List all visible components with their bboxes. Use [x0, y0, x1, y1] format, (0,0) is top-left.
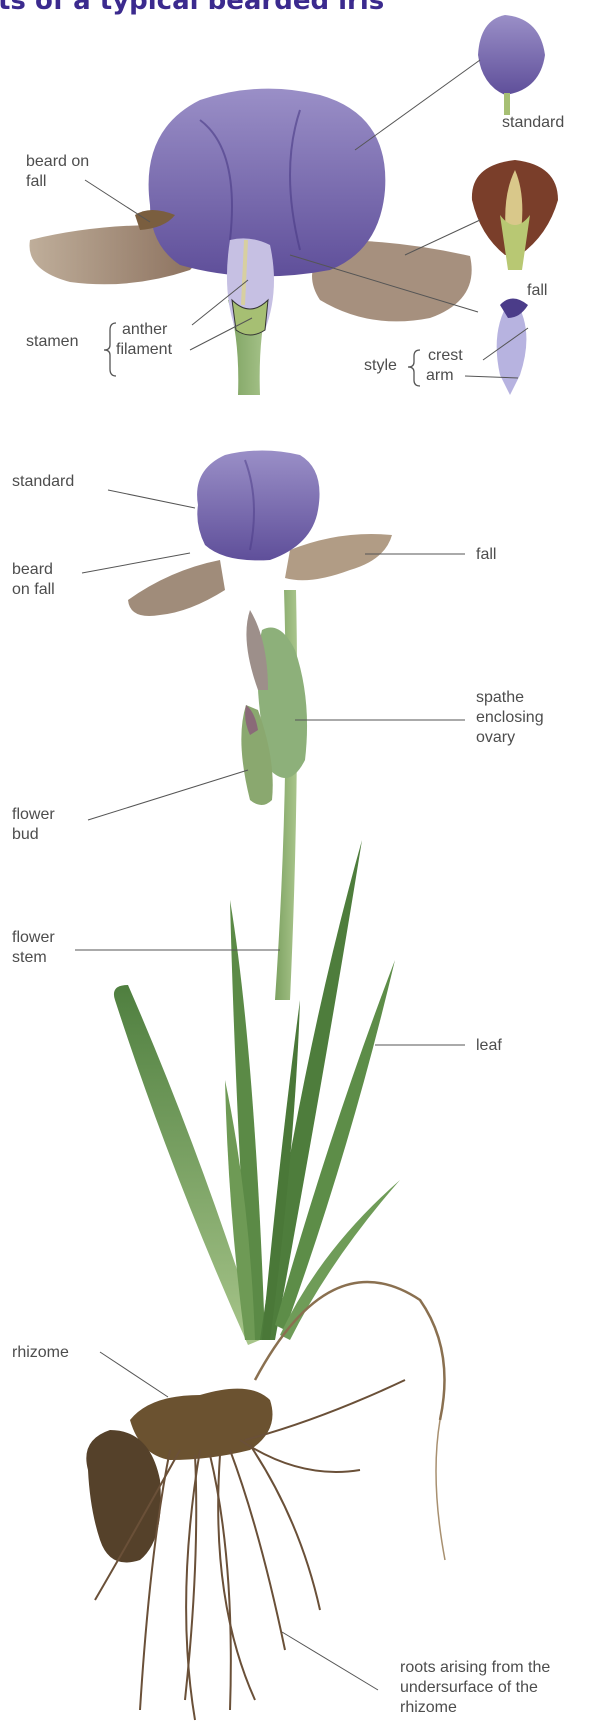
style-bracket — [408, 350, 420, 386]
stamen-bracket — [104, 323, 116, 376]
plant-left-fall — [128, 560, 225, 616]
whole-plant — [86, 451, 445, 1721]
label-beard-on-fall: beard on fall — [12, 560, 55, 600]
rhizome — [130, 1389, 273, 1460]
label-standard-part: standard — [502, 113, 564, 133]
page-title: ts of a typical bearded iris — [0, 0, 384, 16]
label-fall: fall — [476, 545, 496, 565]
label-standard: standard — [12, 472, 74, 492]
closeup-flower — [30, 89, 472, 395]
label-rhizome: rhizome — [12, 1343, 69, 1363]
label-anther: anther — [122, 320, 167, 340]
label-crest: crest — [428, 346, 463, 366]
label-spathe: spathe enclosing ovary — [476, 688, 544, 748]
plant-standard — [197, 451, 319, 561]
label-arm: arm — [426, 366, 454, 386]
label-beard-on-fall-closeup: beard on fall — [26, 152, 89, 192]
label-fall-part: fall — [527, 281, 547, 301]
part-standard-image — [478, 15, 545, 115]
label-flower-bud: flower bud — [12, 805, 55, 845]
label-style: style — [364, 356, 397, 376]
label-flower-stem: flower stem — [12, 928, 55, 968]
label-leaf: leaf — [476, 1036, 502, 1056]
part-fall-image — [472, 160, 558, 270]
label-roots: roots arising from the undersurface of t… — [400, 1658, 550, 1718]
label-filament: filament — [116, 340, 172, 360]
label-stamen: stamen — [26, 332, 78, 352]
